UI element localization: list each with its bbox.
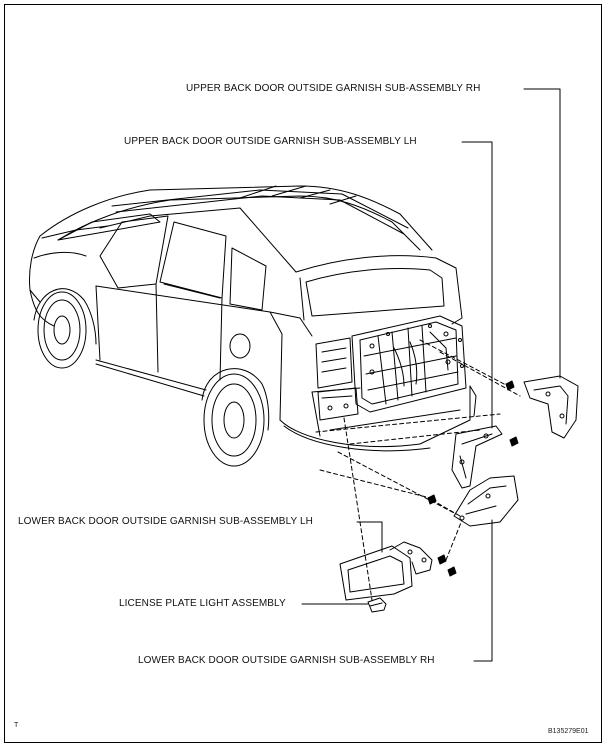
label-license-plate-light: LICENSE PLATE LIGHT ASSEMBLY — [119, 598, 286, 609]
label-lower-garnish-lh: LOWER BACK DOOR OUTSIDE GARNISH SUB-ASSE… — [18, 516, 313, 527]
leader-lines — [301, 88, 561, 662]
diagram-frame — [4, 4, 602, 743]
vehicle-body — [29, 185, 477, 467]
upper-garnish-rh-part — [523, 375, 579, 439]
label-upper-garnish-rh: UPPER BACK DOOR OUTSIDE GARNISH SUB-ASSE… — [186, 83, 481, 94]
label-upper-garnish-lh: UPPER BACK DOOR OUTSIDE GARNISH SUB-ASSE… — [124, 136, 417, 147]
alignment-lines — [315, 339, 521, 601]
footer-left-mark: T — [14, 722, 19, 729]
label-lower-garnish-rh: LOWER BACK DOOR OUTSIDE GARNISH SUB-ASSE… — [138, 655, 435, 666]
figure-code: B135279E01 — [548, 728, 589, 735]
upper-garnish-lh-part — [451, 425, 503, 489]
lower-garnish-lh-part — [339, 541, 433, 601]
license-plate-light-part — [367, 597, 387, 613]
lower-garnish-rh-part — [453, 475, 519, 527]
screw-fasteners — [427, 380, 519, 577]
